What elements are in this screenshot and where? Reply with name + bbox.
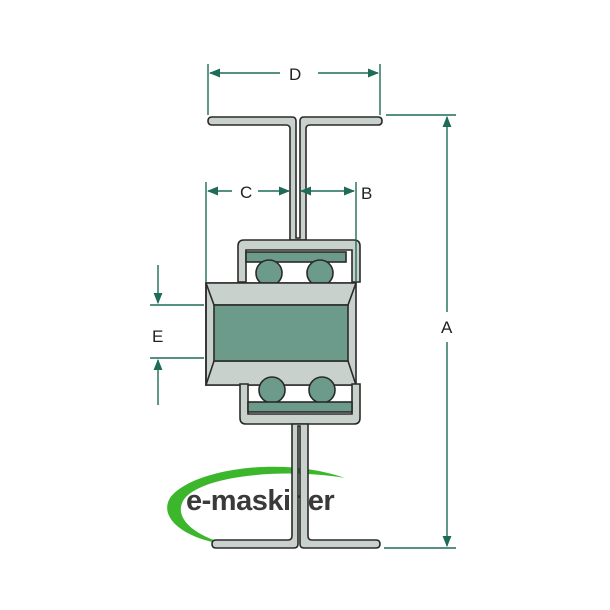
bottom-rail-profile bbox=[211, 423, 381, 549]
logo: e-maskiner bbox=[167, 466, 345, 545]
roller bbox=[204, 282, 358, 386]
dimension-label-a: A bbox=[441, 318, 453, 337]
lower-bracket bbox=[239, 383, 361, 425]
ball bbox=[306, 259, 334, 287]
logo-text: e-maskiner bbox=[186, 485, 334, 517]
ball bbox=[308, 376, 336, 404]
logo-swoosh bbox=[167, 466, 345, 545]
ball bbox=[255, 259, 283, 287]
dimension-lines bbox=[150, 64, 456, 549]
dimension-label-c: C bbox=[240, 183, 252, 202]
upper-bracket bbox=[237, 239, 361, 283]
dimension-label-d: D bbox=[289, 65, 301, 84]
dimension-label-b: B bbox=[361, 184, 372, 203]
dimension-label-e: E bbox=[152, 327, 163, 346]
lower-balls bbox=[258, 376, 336, 404]
ball bbox=[258, 376, 286, 404]
top-rail-profile bbox=[207, 116, 383, 241]
upper-balls bbox=[255, 259, 334, 287]
